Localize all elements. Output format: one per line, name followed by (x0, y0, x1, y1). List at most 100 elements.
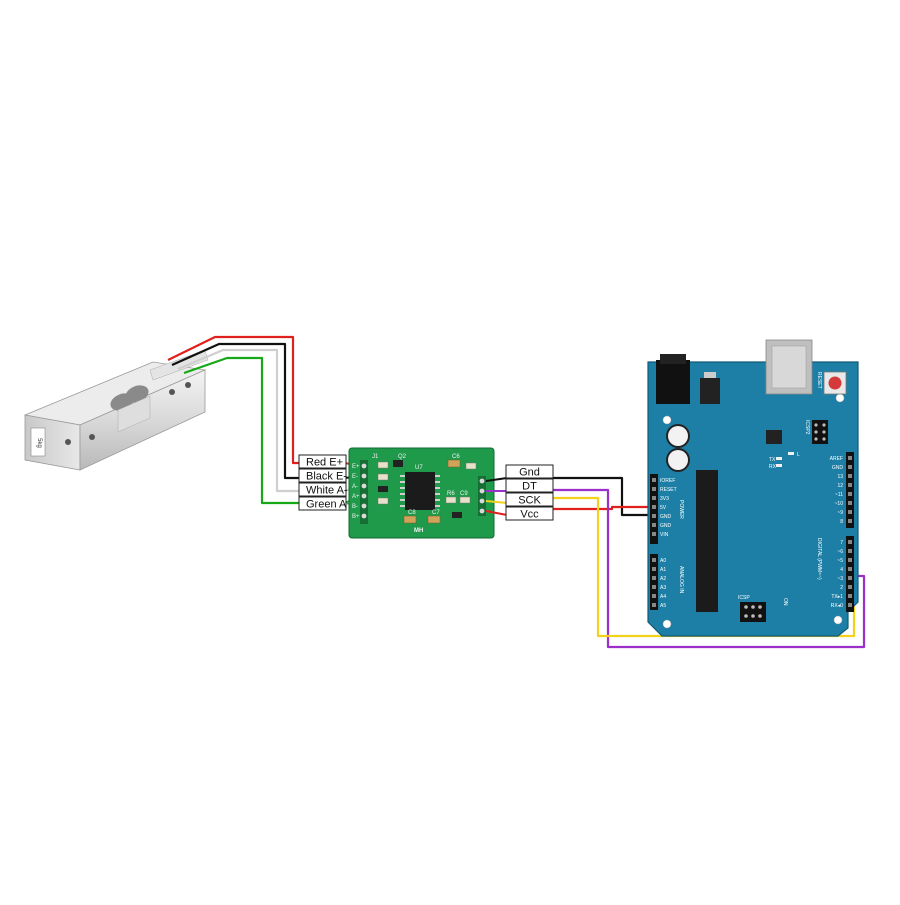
label-box-red (298, 454, 347, 469)
arduino-uno-board: RESET ICSP2 TX RX L (647, 339, 859, 637)
label-box-dt (505, 478, 554, 493)
on-label: ON (782, 598, 788, 606)
icsp-label: ICSP (738, 595, 750, 601)
hx711-components (377, 459, 477, 524)
label-sck: SCK (518, 495, 541, 507)
atmega-chip (696, 470, 718, 612)
pin-6: ~6 (837, 549, 843, 555)
voltage-regulator (700, 378, 720, 404)
label-black-e-minus: Black E- (306, 471, 347, 483)
pin-2: 2 (840, 585, 843, 591)
label-green-a-plus: Green A+ (306, 499, 353, 511)
hx-silk-c9: C9 (460, 491, 468, 497)
pin-11: ~11 (835, 492, 843, 498)
label-box-black (298, 468, 347, 483)
pin-gnd-2: GND (660, 523, 672, 529)
load-cell-label: 5kg (36, 438, 42, 448)
pin-12: 12 (837, 483, 843, 489)
gnd-wire (552, 476, 660, 517)
pin-a5: A5 (660, 603, 666, 609)
pin-a3: A3 (660, 585, 666, 591)
load-cell-wires (167, 335, 361, 505)
label-red-e-plus: Red E+ (306, 457, 343, 469)
label-box-white (298, 482, 347, 497)
hx711-board: E+ E- A- A+ B- B+ (348, 447, 495, 539)
digital-header-bottom: 7 ~6 ~5 4 ~3 2 TX▸1 RX◂0 DIGITAL (PWM=~) (816, 536, 854, 612)
pin-aref: AREF (830, 456, 843, 462)
power-label: POWER (678, 500, 684, 519)
digital-label: DIGITAL (PWM=~) (816, 538, 822, 580)
usb-port (765, 339, 813, 395)
pin-9: ~9 (837, 510, 843, 516)
pin-reset: RESET (660, 487, 677, 493)
label-box-sck (505, 492, 554, 507)
icsp2-header (812, 420, 828, 444)
hx-silk-c8: C8 (408, 510, 416, 516)
pin-3v3: 3V3 (660, 496, 669, 502)
capacitors (666, 424, 690, 472)
label-dt: DT (522, 481, 537, 493)
hx-pin-b-plus: B+ (352, 514, 360, 520)
label-white-a-minus: White A- (306, 485, 348, 497)
tx-label: TX (769, 457, 776, 463)
vcc-wire (552, 505, 660, 511)
pin-a4: A4 (660, 594, 666, 600)
pin-a1: A1 (660, 567, 666, 573)
label-box-gnd (505, 464, 554, 479)
reset-button (823, 371, 847, 395)
pin-gnd-d: GND (832, 465, 844, 471)
hx-pin-a-plus: A+ (352, 494, 360, 500)
analog-header: A0 A1 A2 A3 A4 A5 ANALOG IN (650, 554, 684, 610)
hx-silk-j1: J1 (372, 454, 379, 460)
hx711-left-header: E+ E- A- A+ B- B+ (352, 460, 368, 524)
hx-pin-e-minus: E- (352, 474, 358, 480)
pin-10: ~10 (835, 501, 844, 507)
hx711-chip (405, 472, 435, 510)
pin-5v: 5V (660, 505, 667, 511)
load-cell-sticker (30, 427, 46, 457)
pin-13: 13 (837, 474, 843, 480)
hx-pin-b-minus: B- (352, 504, 358, 510)
digital-header-top: AREF GND 13 12 ~11 ~10 ~9 8 (830, 452, 854, 528)
pin-3: ~3 (837, 576, 843, 582)
dc-power-jack (656, 354, 690, 404)
pin-tx1: TX▸1 (831, 594, 843, 600)
hx711-input-labels: Red E+ Black E- White A- Green A+ (298, 454, 353, 511)
pin-gnd-1: GND (660, 514, 672, 520)
analog-in-label: ANALOG IN (678, 566, 684, 594)
dt-wire (552, 488, 866, 649)
hx-pin-e-plus: E+ (352, 464, 360, 470)
hx-silk-r6: R6 (447, 491, 455, 497)
red-wire (167, 335, 300, 465)
hx-silk-c6: C6 (452, 454, 460, 460)
l-label: L (797, 452, 800, 458)
pin-8: 8 (840, 519, 843, 525)
white-wire (177, 348, 300, 493)
pin-rx0: RX◂0 (831, 603, 843, 609)
hx-silk-mh: MH (414, 528, 423, 534)
icsp-header (740, 602, 766, 622)
black-wire (171, 342, 300, 480)
pin-7: 7 (840, 540, 843, 546)
green-wire (183, 356, 300, 505)
rx-label: RX (769, 464, 777, 470)
hx711-right-header (478, 476, 486, 516)
pin-a2: A2 (660, 576, 666, 582)
label-box-green (298, 496, 347, 511)
pin-ioref: IOREF (660, 478, 675, 484)
hx-pin-a-minus: A- (352, 484, 358, 490)
label-gnd: Gnd (519, 467, 540, 479)
pin-vin: VIN (660, 532, 669, 538)
load-cell: 5kg (23, 349, 209, 471)
pin-4: 4 (840, 567, 843, 573)
label-box-vcc (505, 506, 554, 521)
hx711-output-labels: Gnd DT SCK Vcc (505, 464, 554, 521)
pin-a0: A0 (660, 558, 666, 564)
power-header: IOREF RESET 3V3 5V GND GND VIN POWER (650, 474, 684, 544)
icsp2-label: ICSP2 (804, 420, 810, 435)
reset-label: RESET (816, 372, 822, 389)
pin-5: ~5 (837, 558, 843, 564)
hx-silk-c7: C7 (432, 510, 440, 516)
